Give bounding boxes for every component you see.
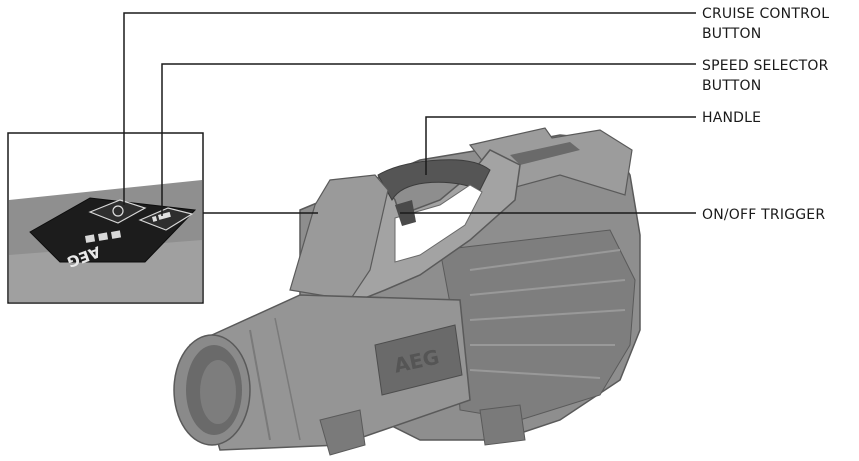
speed-selector-button-label: SPEED SELECTOR BUTTON (702, 56, 829, 96)
cruise-control-leader (123, 12, 696, 205)
handle-grip (377, 159, 491, 202)
on-off-trigger-label: ON/OFF TRIGGER (702, 205, 825, 225)
cruise-control-button-label: CRUISE CONTROL BUTTON (702, 4, 829, 44)
leader-lines (123, 12, 696, 216)
blower-tube (189, 294, 471, 451)
cruise-control-button (88, 199, 147, 224)
speed-selector-label-line-1: SPEED SELECTOR (702, 58, 829, 74)
cruise-control-label-line-2: BUTTON (702, 26, 762, 42)
logo-badge (374, 324, 463, 396)
handle-opening (394, 184, 483, 263)
handle-label-text: HANDLE (702, 110, 762, 126)
control-panel-inset: AEG (7, 132, 204, 304)
rear-rail-slot (510, 142, 580, 165)
speed-indicator-bars (85, 230, 122, 243)
speed-selector-leader (161, 63, 696, 216)
handle-label: HANDLE (702, 108, 761, 128)
handle-leader (425, 116, 696, 175)
rear-foot (479, 404, 526, 446)
speed-selector-button (138, 207, 194, 231)
on-off-trigger-label-text: ON/OFF TRIGGER (702, 207, 826, 223)
cruise-control-label-line-1: CRUISE CONTROL (702, 6, 830, 22)
blower-illustration: AEG (173, 127, 641, 456)
front-foot (319, 409, 366, 456)
cruise-icon (112, 205, 124, 217)
control-housing (289, 174, 389, 301)
speed-selector-label-line-2: BUTTON (702, 78, 762, 94)
